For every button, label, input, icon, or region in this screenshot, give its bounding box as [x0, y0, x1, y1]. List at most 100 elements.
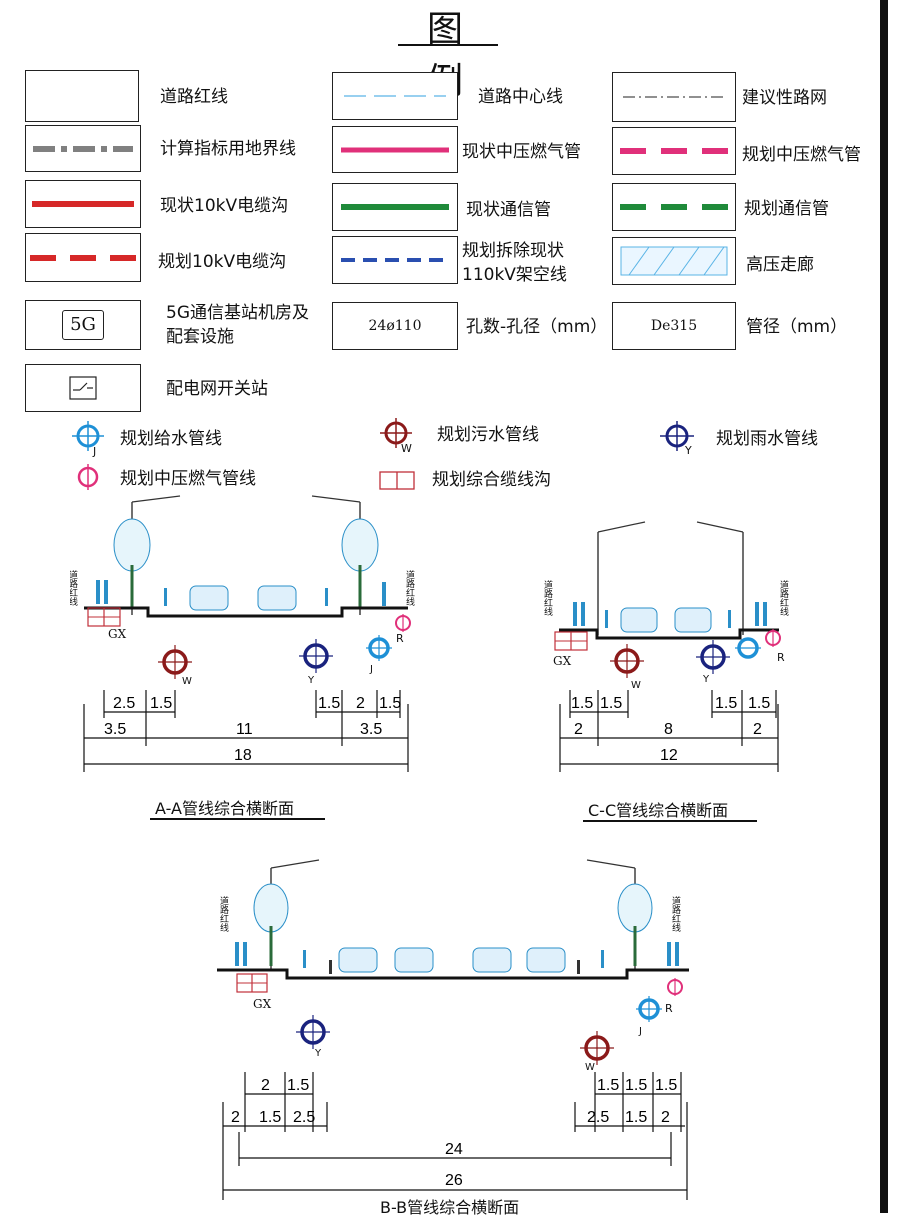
- bb-dim-mid-left-2: 2.5: [293, 1109, 315, 1126]
- cc-dim-mid-1: 8: [664, 721, 673, 738]
- bb-dim-top-right-2: 1.5: [655, 1077, 677, 1094]
- aa-dim-top-2: 1.5: [318, 695, 340, 712]
- bb-dim-road: 24: [445, 1141, 463, 1158]
- existing-telecom-symbol: [341, 204, 449, 210]
- svg-text:Y: Y: [684, 444, 692, 456]
- dash-dot-symbol: [623, 96, 725, 98]
- legend-planned-cable-box: [25, 233, 141, 282]
- cc-dim-total: 12: [660, 747, 678, 764]
- bb-dim-top-right-1: 1.5: [625, 1077, 647, 1094]
- bb-dim-mid-left-1: 1.5: [259, 1109, 281, 1126]
- water-supply-icon: J: [72, 421, 104, 457]
- cc-section-drawing: 道路红线 道路红线 GX W Y R: [542, 521, 789, 690]
- legend-planned-gas-label: 规划中压燃气管: [742, 145, 861, 165]
- svg-text:GX: GX: [108, 627, 127, 641]
- svg-text:道路红线: 道路红线: [670, 895, 681, 932]
- legend-holes-label: 孔数-孔径（mm）: [466, 317, 608, 337]
- cc-caption: C-C管线综合横断面: [588, 801, 729, 820]
- aa-caption-underline: [150, 818, 325, 820]
- bb-section-drawing: 道路红线 道路红线 GX Y W J R: [217, 859, 689, 1070]
- aa-section-drawing: 道路红线 道路红线 GX W Y J R: [70, 495, 415, 687]
- legend-5g-label-1: 5G通信基站机房及: [166, 303, 309, 323]
- legend-sewage-label: 规划污水管线: [437, 425, 539, 445]
- legend-road-red-line-label: 道路红线: [160, 87, 228, 107]
- aa-dim-total: 18: [234, 747, 252, 764]
- aa-dim-mid-0: 3.5: [104, 721, 126, 738]
- bb-dim-mid-right-2: 2: [661, 1109, 670, 1126]
- bb-dim-mid-right-1: 1.5: [625, 1109, 647, 1126]
- planned-gas-symbol: [620, 148, 728, 154]
- legend-water-supply-label: 规划给水管线: [120, 429, 222, 449]
- aa-dimensions: 2.5 1.5 1.5 2 1.5 3.5 11 3.5 18: [83, 690, 409, 772]
- legend-existing-gas-box: [332, 126, 458, 173]
- cc-dim-top-3: 1.5: [748, 695, 770, 712]
- remove-110kv-symbol: [341, 258, 449, 262]
- bb-dim-top-left-0: 2: [261, 1077, 270, 1094]
- tree-icon: [113, 518, 379, 572]
- legend-5g-label-2: 配套设施: [166, 327, 234, 347]
- legend-gas-line-label: 规划中压燃气管线: [120, 469, 256, 489]
- legend-switch-label: 配电网开关站: [166, 379, 268, 399]
- svg-text:Y: Y: [702, 674, 710, 685]
- rain-icon: Y: [660, 421, 694, 456]
- bb-dim-total: 26: [445, 1172, 463, 1189]
- svg-text:W: W: [401, 442, 412, 454]
- svg-text:R: R: [665, 1002, 673, 1015]
- frame-border-right: [880, 0, 888, 1213]
- bb-dim-top-left-1: 1.5: [287, 1077, 309, 1094]
- svg-text:道路红线: 道路红线: [542, 579, 553, 616]
- legend-switch-box: [25, 364, 141, 412]
- utility-tunnel-icon: [379, 471, 415, 490]
- aa-dim-top-1: 1.5: [150, 695, 172, 712]
- aa-dim-mid-1: 11: [236, 721, 253, 738]
- legend-holes-box: 24ø110: [332, 302, 458, 350]
- svg-text:道路红线: 道路红线: [218, 895, 229, 932]
- holes-example: 24ø110: [368, 318, 422, 334]
- 5g-station-icon: 5G: [62, 310, 104, 340]
- switch-station-icon: [69, 376, 97, 400]
- legend-existing-gas-label: 现状中压燃气管: [462, 142, 581, 162]
- legend-existing-cable-label: 现状10kV电缆沟: [160, 196, 289, 216]
- gas-line-icon: [77, 464, 99, 490]
- title-underline: [398, 44, 498, 46]
- legend-5g-box: 5G: [25, 300, 141, 350]
- cc-dimensions: 1.5 1.5 1.5 1.5 2 8 2 12: [559, 690, 779, 772]
- center-line-symbol: [344, 95, 446, 97]
- legend-pipe-label: 管径（mm）: [746, 317, 848, 337]
- aa-dim-top-4: 1.5: [379, 695, 401, 712]
- bb-dim-mid-right-0: 2.5: [587, 1109, 609, 1126]
- legend-proposed-net-box: [612, 72, 736, 122]
- cc-dim-mid-0: 2: [574, 721, 583, 738]
- pipe-example: De315: [650, 318, 698, 334]
- svg-text:Y: Y: [314, 1048, 322, 1059]
- cc-dim-top-2: 1.5: [715, 695, 737, 712]
- svg-text:GX: GX: [253, 997, 272, 1011]
- svg-text:R: R: [777, 651, 785, 664]
- planned-telecom-symbol: [620, 204, 728, 210]
- legend-remove-110kv-label-1: 规划拆除现状: [462, 241, 564, 261]
- legend-hv-corridor-box: [612, 237, 736, 285]
- legend-planned-telecom-box: [612, 183, 736, 231]
- legend-remove-110kv-box: [332, 236, 458, 284]
- legend-center-line-box: [332, 72, 458, 120]
- svg-text:J: J: [92, 445, 96, 457]
- planned-cable-symbol: [30, 254, 136, 261]
- cc-dim-top-1: 1.5: [600, 695, 622, 712]
- aa-dim-top-0: 2.5: [113, 695, 135, 712]
- svg-text:R: R: [396, 632, 404, 645]
- svg-text:道路红线: 道路红线: [778, 579, 789, 616]
- legend-existing-telecom-box: [332, 183, 458, 231]
- svg-text:W: W: [182, 676, 192, 687]
- svg-text:Y: Y: [307, 675, 315, 686]
- svg-text:GX: GX: [553, 654, 572, 668]
- legend-planned-gas-box: [612, 127, 736, 175]
- bb-dim-mid-left-0: 2: [231, 1109, 240, 1126]
- legend-road-red-line-box: [25, 70, 139, 122]
- hv-corridor-symbol: [620, 246, 728, 276]
- aa-dim-mid-2: 3.5: [360, 721, 382, 738]
- svg-text:道路红线: 道路红线: [404, 569, 415, 606]
- legend-planned-cable-label: 规划10kV电缆沟: [158, 252, 287, 272]
- legend-calc-boundary-box: [25, 125, 141, 172]
- legend-planned-telecom-label: 规划通信管: [744, 199, 829, 219]
- existing-gas-symbol: [341, 147, 449, 152]
